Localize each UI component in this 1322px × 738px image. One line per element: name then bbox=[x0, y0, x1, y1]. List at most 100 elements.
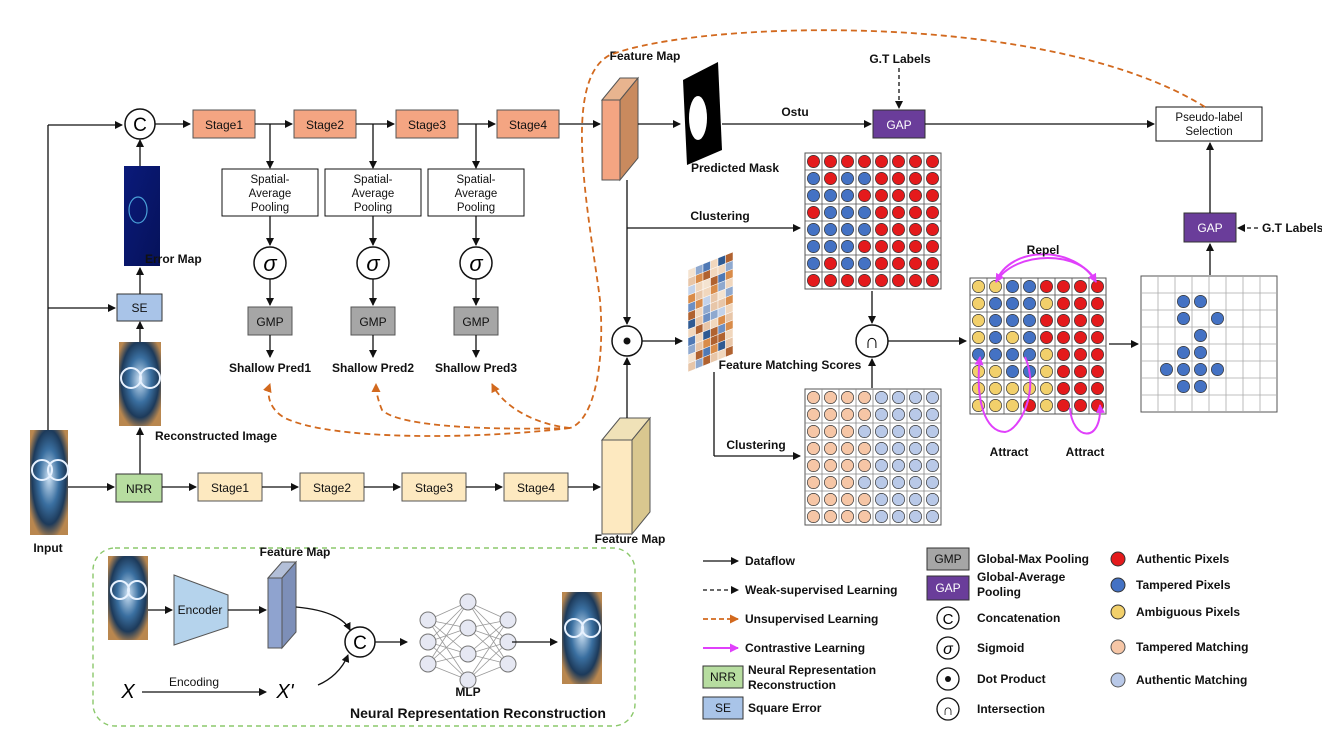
clustering-top-label: Clustering bbox=[690, 209, 749, 223]
shallow-branch-2: Spatial- Average Pooling σ GMP Shallow P… bbox=[324, 168, 422, 375]
gap-top: GAP bbox=[872, 109, 926, 139]
top-stage-1: Stage1 bbox=[192, 109, 256, 139]
svg-text:Average: Average bbox=[249, 188, 292, 200]
svg-text:Authentic Pixels: Authentic Pixels bbox=[1136, 552, 1230, 566]
pseudo-label-selection: Pseudo-label Selection bbox=[1155, 106, 1263, 142]
grid-dot bbox=[1023, 331, 1036, 344]
grid-dot bbox=[875, 476, 888, 489]
grid-dot bbox=[989, 382, 1002, 395]
grid-dot bbox=[807, 476, 820, 489]
grid-dot bbox=[1211, 363, 1224, 376]
grid-dot bbox=[841, 155, 854, 168]
grid-dot bbox=[989, 280, 1002, 293]
svg-text:Shallow Pred2: Shallow Pred2 bbox=[332, 361, 414, 375]
grid-dot bbox=[1040, 382, 1053, 395]
svg-text:Neural Representation: Neural Representation bbox=[748, 663, 876, 677]
encoder-label: Encoder bbox=[178, 603, 223, 617]
grid-dot bbox=[841, 459, 854, 472]
grid-dot bbox=[807, 172, 820, 185]
grid-dot bbox=[1194, 329, 1207, 342]
svg-text:C: C bbox=[353, 633, 367, 654]
mlp-node bbox=[499, 655, 517, 673]
grid-dot bbox=[892, 510, 905, 523]
bottom-stage-4: Stage4 bbox=[503, 472, 569, 502]
grid-dot bbox=[858, 476, 871, 489]
svg-text:σ: σ bbox=[943, 641, 954, 658]
svg-text:Selection: Selection bbox=[1185, 126, 1232, 138]
svg-text:Spatial-: Spatial- bbox=[251, 174, 290, 186]
svg-text:Authentic Matching: Authentic Matching bbox=[1136, 673, 1247, 687]
xprime-symbol: X' bbox=[275, 681, 294, 703]
grid-dot bbox=[1057, 348, 1070, 361]
svg-text:Concatenation: Concatenation bbox=[977, 611, 1060, 625]
top-stage-arrows bbox=[255, 120, 601, 169]
se-box: SE bbox=[116, 293, 163, 322]
grid-dot bbox=[875, 274, 888, 287]
grid-dot bbox=[1040, 331, 1053, 344]
grid-dot bbox=[824, 155, 837, 168]
grid-dot bbox=[841, 274, 854, 287]
ostu-label: Ostu bbox=[781, 105, 808, 119]
grid-dot bbox=[1023, 297, 1036, 310]
grid-dot bbox=[1040, 297, 1053, 310]
svg-text:Pooling: Pooling bbox=[457, 202, 495, 214]
input-label: Input bbox=[33, 541, 62, 555]
grid-dot bbox=[807, 274, 820, 287]
grid-dot bbox=[858, 493, 871, 506]
reconstructed-label: Reconstructed Image bbox=[155, 429, 277, 443]
svg-text:Stage3: Stage3 bbox=[415, 481, 453, 495]
svg-text:Tampered Matching: Tampered Matching bbox=[1136, 640, 1248, 654]
grid-dot bbox=[1040, 399, 1053, 412]
grid-dot bbox=[875, 391, 888, 404]
grid-dot bbox=[807, 459, 820, 472]
grid-dot bbox=[1040, 314, 1053, 327]
repel-label: Repel bbox=[1027, 243, 1060, 257]
grid-dot bbox=[1057, 280, 1070, 293]
grid-dot bbox=[875, 223, 888, 236]
cluster-grid-top bbox=[804, 152, 942, 290]
bottom-stage-2: Stage2 bbox=[299, 472, 365, 502]
grid-dot bbox=[972, 280, 985, 293]
grid-dot bbox=[824, 425, 837, 438]
encoding-label: Encoding bbox=[169, 675, 219, 689]
svg-text:Pseudo-label: Pseudo-label bbox=[1175, 112, 1242, 124]
grid-dot bbox=[1006, 365, 1019, 378]
svg-text:Stage1: Stage1 bbox=[211, 481, 249, 495]
svg-text:∩: ∩ bbox=[865, 331, 879, 353]
grid-dot bbox=[926, 391, 939, 404]
grid-dot bbox=[1040, 280, 1053, 293]
svg-text:Ambiguous Pixels: Ambiguous Pixels bbox=[1136, 605, 1240, 619]
top-feature-map-label: Feature Map bbox=[610, 49, 681, 63]
grid-dot bbox=[875, 442, 888, 455]
grid-dot bbox=[926, 257, 939, 270]
grid-dot bbox=[892, 391, 905, 404]
svg-text:SE: SE bbox=[131, 301, 147, 315]
svg-text:GMP: GMP bbox=[256, 315, 283, 329]
mlp-node bbox=[419, 655, 437, 673]
svg-text:GAP: GAP bbox=[1197, 221, 1222, 235]
grid-dot bbox=[1006, 382, 1019, 395]
mlp-node bbox=[499, 611, 517, 629]
grid-dot bbox=[1057, 399, 1070, 412]
cluster-grid-bottom bbox=[804, 388, 942, 526]
mlp-node bbox=[419, 633, 437, 651]
error-map bbox=[124, 166, 160, 266]
shallow-branch-1: Spatial- Average Pooling σ GMP Shallow P… bbox=[221, 168, 319, 375]
grid-dot bbox=[875, 240, 888, 253]
svg-text:Unsupervised Learning: Unsupervised Learning bbox=[745, 612, 878, 626]
svg-text:Stage3: Stage3 bbox=[408, 118, 446, 132]
grid-dot bbox=[1074, 365, 1087, 378]
grid-dot bbox=[1194, 363, 1207, 376]
grid-dot bbox=[1057, 297, 1070, 310]
unsupervised-arrows bbox=[263, 29, 1206, 437]
top-stages: Stage1 Stage2 Stage3 Stage4 bbox=[192, 109, 560, 139]
svg-text:Weak-supervised Learning: Weak-supervised Learning bbox=[745, 583, 898, 597]
grid-dot bbox=[972, 314, 985, 327]
grid-dot bbox=[1091, 280, 1104, 293]
grid-dot bbox=[1023, 280, 1036, 293]
svg-text:Stage2: Stage2 bbox=[306, 118, 344, 132]
grid-dot bbox=[807, 493, 820, 506]
grid-dot bbox=[892, 274, 905, 287]
svg-text:Pooling: Pooling bbox=[251, 202, 289, 214]
grid-dot bbox=[892, 442, 905, 455]
